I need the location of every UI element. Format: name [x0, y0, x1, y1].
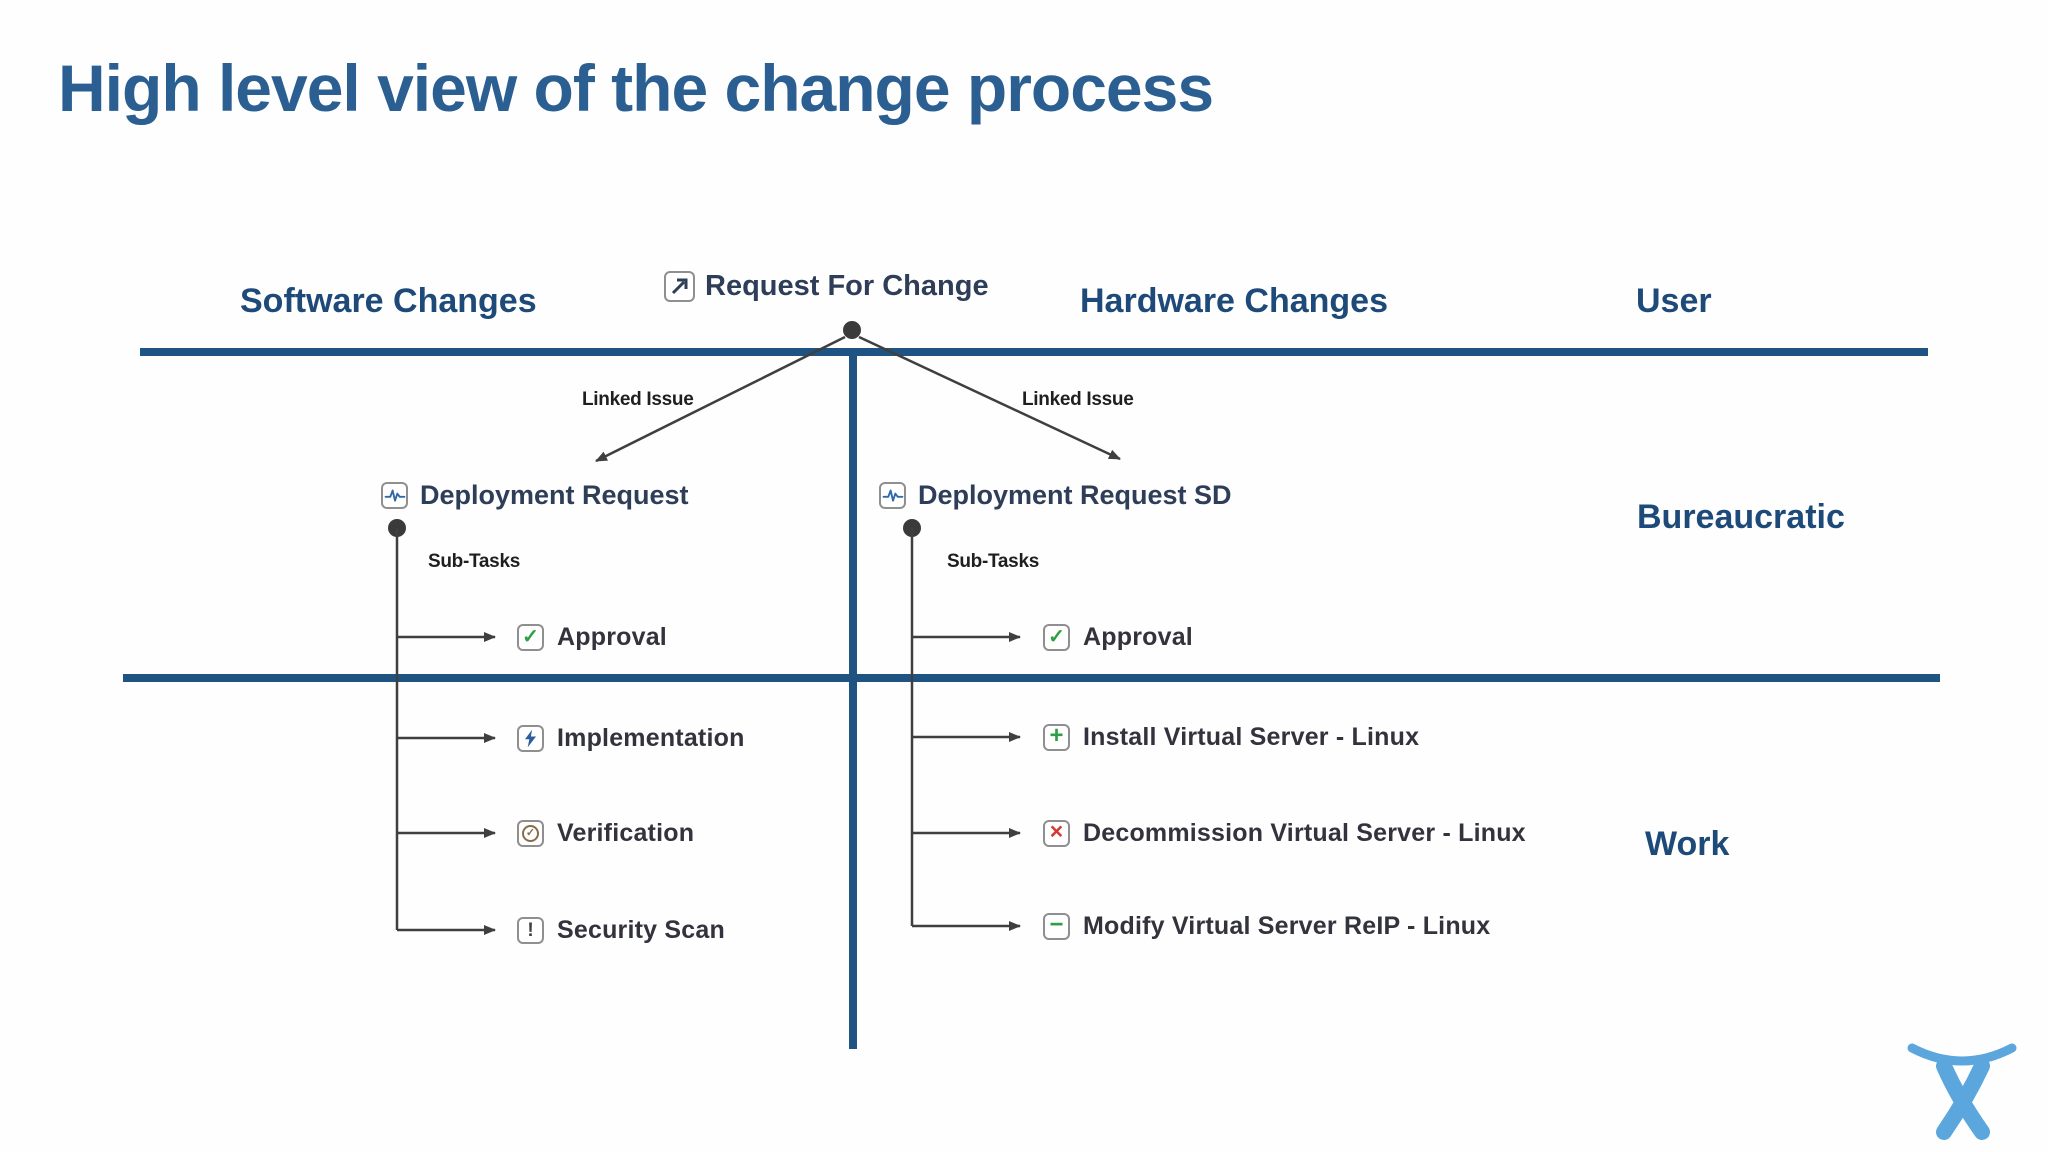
request-for-change-node: Request For Change [664, 270, 989, 303]
verified-icon: ✓ [517, 819, 544, 847]
check-icon: ✓ [517, 623, 544, 651]
divider-middle [123, 674, 1940, 682]
page-title: High level view of the change process [58, 51, 1214, 125]
deployment-pulse-icon [381, 482, 408, 509]
cross-icon: × [1043, 819, 1070, 847]
deployment-pulse-icon [879, 482, 906, 509]
subtasks-label-left: Sub-Tasks [428, 551, 520, 572]
task-label: Install Virtual Server - Linux [1083, 722, 1420, 751]
task-label: Approval [1083, 622, 1193, 651]
header-user: User [1636, 282, 1712, 320]
deployment-request-label: Deployment Request [420, 480, 689, 510]
task-modify-virtual-server: − Modify Virtual Server ReIP - Linux [1043, 905, 1490, 947]
task-label: Decommission Virtual Server - Linux [1083, 818, 1526, 847]
divider-vertical [849, 352, 857, 1049]
task-security-scan: ! Security Scan [517, 909, 725, 951]
divider-top [140, 348, 1928, 356]
root-dot [843, 321, 861, 339]
check-icon: ✓ [1043, 623, 1070, 651]
atlassian-logo [1900, 1018, 2025, 1148]
task-verification: ✓ Verification [517, 812, 694, 854]
deployment-request-sd-node: Deployment Request SD [879, 480, 1232, 511]
deployment-request-node: Deployment Request [381, 480, 689, 511]
request-for-change-label: Request For Change [705, 270, 989, 302]
exclamation-icon: ! [517, 916, 544, 944]
task-label: Security Scan [557, 915, 725, 944]
header-hardware-changes: Hardware Changes [1080, 282, 1388, 320]
lightning-icon [517, 724, 544, 752]
change-request-icon [664, 271, 695, 302]
header-software-changes: Software Changes [240, 282, 537, 320]
plus-icon: + [1043, 723, 1070, 751]
task-label: Implementation [557, 723, 745, 752]
subtasks-label-right: Sub-Tasks [947, 551, 1039, 572]
task-label: Verification [557, 818, 695, 847]
linked-issue-label-left: Linked Issue [582, 389, 694, 410]
task-approval-left: ✓ Approval [517, 616, 667, 658]
task-implementation: Implementation [517, 717, 745, 759]
deployment-request-sd-label: Deployment Request SD [918, 480, 1232, 510]
linked-issue-label-right: Linked Issue [1022, 389, 1134, 410]
minus-icon: − [1043, 912, 1070, 940]
task-label: Modify Virtual Server ReIP - Linux [1083, 911, 1491, 940]
left-tree-dot [388, 519, 406, 537]
task-install-virtual-server: + Install Virtual Server - Linux [1043, 716, 1419, 758]
right-tree-dot [903, 519, 921, 537]
row-label-work: Work [1645, 825, 1730, 863]
task-decommission-virtual-server: × Decommission Virtual Server - Linux [1043, 812, 1526, 854]
task-approval-right: ✓ Approval [1043, 616, 1193, 658]
row-label-bureaucratic: Bureaucratic [1637, 498, 1845, 536]
task-label: Approval [557, 622, 667, 651]
